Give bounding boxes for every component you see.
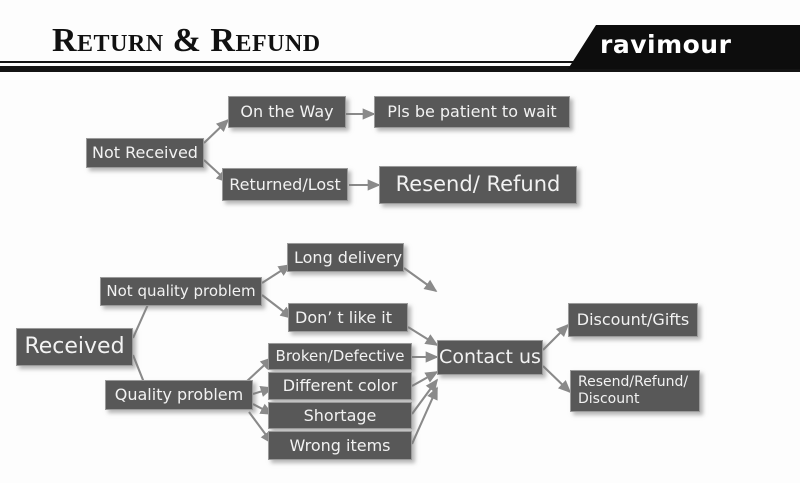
flow-node-label: Returned/Lost [229, 174, 341, 194]
header-rule-thick [0, 66, 800, 72]
flow-node-broken-defective[interactable]: Broken/Defective [268, 343, 412, 370]
flow-node-long-delivery[interactable]: Long delivery [287, 243, 404, 272]
header-rule-thin [0, 61, 800, 63]
flow-node-label: Long delivery [294, 247, 403, 267]
flow-node-on-the-way[interactable]: On the Way [228, 96, 346, 128]
page-title: Return & Refund [52, 22, 321, 59]
brand-logo-text: ravimour [600, 30, 732, 59]
flow-node-label: Resend/Refund/ Discount [578, 374, 689, 407]
flow-node-label: Pls be patient to wait [387, 102, 557, 122]
flow-node-label: Discount/Gifts [576, 310, 690, 330]
flow-node-label: Not Received [92, 143, 198, 163]
flow-node-pls-be-patient[interactable]: Pls be patient to wait [374, 96, 570, 128]
flow-node-label: Contact us [439, 346, 541, 369]
flow-node-label: Quality problem [114, 385, 244, 405]
flow-node-resend-refund[interactable]: Resend/ Refund [379, 166, 577, 204]
flow-node-received[interactable]: Received [16, 328, 133, 366]
flow-node-quality-problem[interactable]: Quality problem [105, 380, 253, 410]
flow-node-label: Resend/ Refund [395, 172, 561, 197]
flow-node-resend-refund-discount[interactable]: Resend/Refund/ Discount [570, 370, 700, 412]
flow-node-label: Different color [282, 376, 398, 396]
flow-node-different-color[interactable]: Different color [268, 372, 412, 400]
flow-node-label: Broken/Defective [275, 347, 405, 366]
flow-node-label: On the Way [240, 102, 334, 122]
flow-node-returned-lost[interactable]: Returned/Lost [222, 168, 348, 201]
flow-node-label: Shortage [303, 405, 377, 425]
slide-header: Return & Refund ravimour [0, 0, 800, 80]
flow-node-dont-like-it[interactable]: Don’ t like it [288, 303, 408, 332]
flow-node-label: Received [24, 333, 125, 359]
flow-node-label: Not quality problem [106, 282, 256, 301]
flow-node-wrong-items[interactable]: Wrong items [268, 431, 412, 460]
flow-node-discount-gifts[interactable]: Discount/Gifts [568, 303, 698, 337]
flow-node-label: Wrong items [289, 435, 391, 455]
flow-node-shortage[interactable]: Shortage [268, 402, 412, 429]
flow-node-not-received[interactable]: Not Received [86, 138, 204, 168]
flow-node-label: Don’ t like it [295, 307, 393, 327]
brand-logo-plate [568, 25, 800, 69]
flow-node-contact-us[interactable]: Contact us [437, 340, 543, 375]
flow-node-not-quality-problem[interactable]: Not quality problem [100, 277, 262, 306]
